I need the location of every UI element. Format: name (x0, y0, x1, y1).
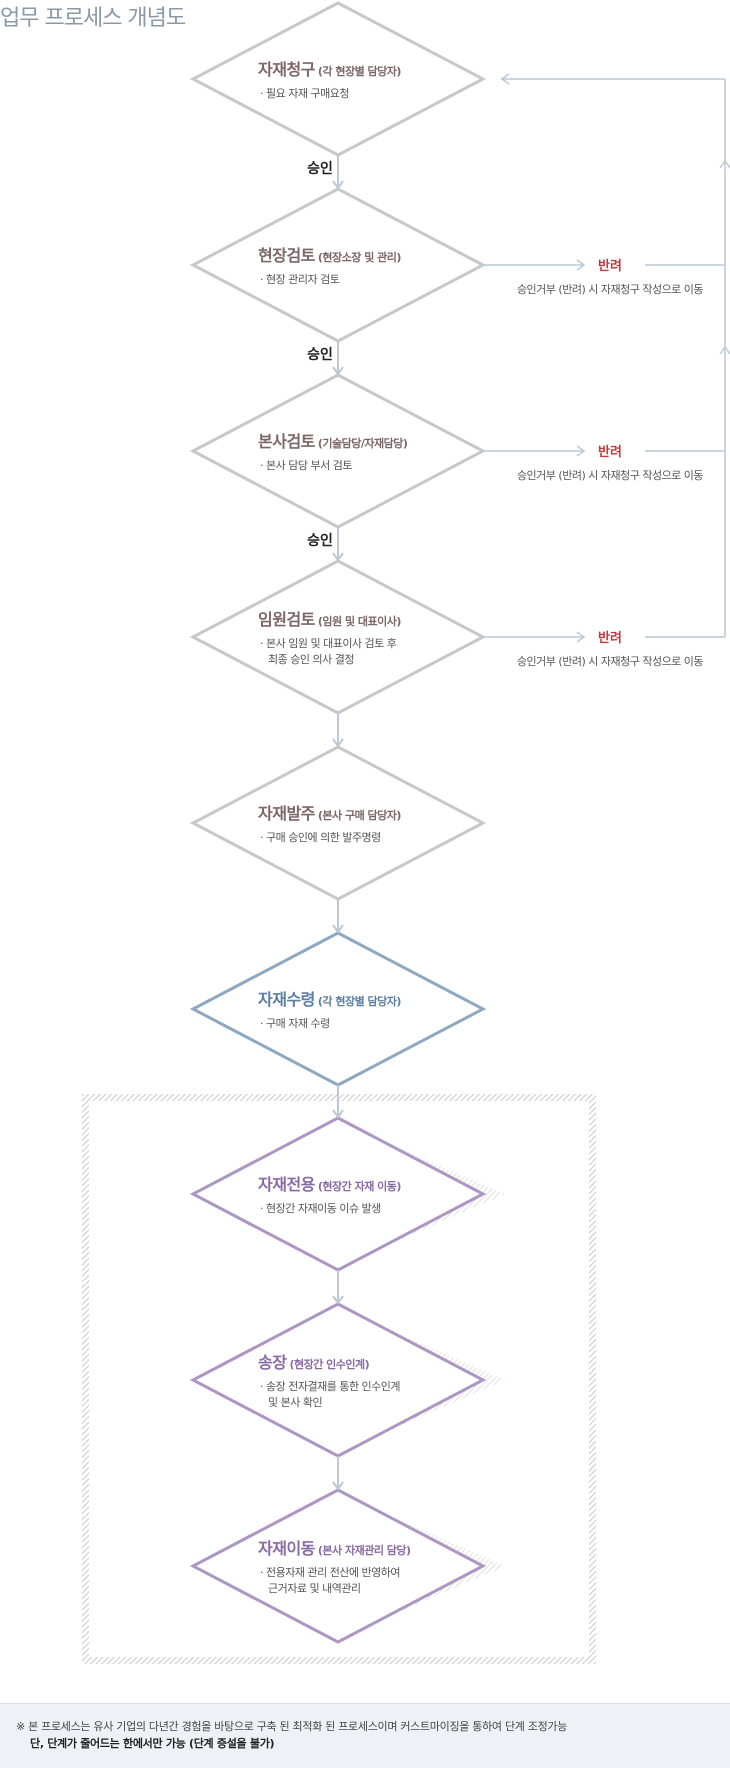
node-description: · 현장간 자재이동 이슈 발생 (260, 1202, 381, 1215)
return-up-arrowhead (719, 159, 730, 169)
reject-arrowhead (576, 631, 586, 643)
node-title: 송장 (258, 1353, 287, 1372)
node-order: 자재발주(본사 구매 담당자) · 구매 승인에 의한 발주명령 (218, 748, 458, 898)
node-title: 현장검토 (258, 246, 315, 265)
node-title-row: 자재수령(각 현장별 담당자) (258, 986, 401, 1010)
node-title-row: 본사검토(기술담당/자재담당) (258, 428, 408, 452)
footnote-line-2: 단, 단계가 줄어드는 한에서만 가능 (단계 증설을 불가) (30, 1737, 275, 1750)
node-role: (각 현장별 담당자) (317, 995, 402, 1008)
reject-label: 반려 (598, 445, 622, 460)
reject-label: 반려 (598, 631, 622, 646)
node-title-row: 자재이동(본사 자재관리 담당) (258, 1535, 411, 1559)
node-role: (기술담당/자재담당) (317, 437, 408, 450)
connector-arrowhead (332, 1481, 344, 1491)
node-role: (각 현장별 담당자) (317, 65, 402, 78)
node-description: · 필요 자재 구매요청 (260, 87, 349, 100)
node-hq-review: 본사검토(기술담당/자재담당) · 본사 담당 부서 검토 (218, 376, 458, 526)
return-arrowhead (500, 73, 510, 85)
connector-arrowhead (332, 1295, 344, 1305)
node-title: 자재발주 (258, 804, 315, 823)
connector-arrowhead (332, 1109, 344, 1119)
connector-arrowhead (332, 738, 344, 748)
connector-arrowhead (332, 924, 344, 934)
reject-arrowhead (576, 445, 586, 457)
node-title: 본사검토 (258, 432, 315, 451)
node-role: (임원 및 대표이사) (317, 615, 402, 628)
node-transfer: 자재전용(현장간 자재 이동) · 현장간 자재이동 이슈 발생 (218, 1119, 458, 1269)
node-title: 자재청구 (258, 60, 315, 79)
node-title-row: 자재발주(본사 구매 담당자) (258, 800, 401, 824)
node-description: · 현장 관리자 검토 (260, 273, 340, 286)
reject-desc: 승인거부 (반려) 시 자재청구 작성으로 이동 (516, 469, 704, 482)
node-receive: 자재수령(각 현장별 담당자) · 구매 자재 수령 (218, 934, 458, 1084)
node-title-row: 현장검토(현장소장 및 관리) (258, 242, 401, 266)
node-role: (본사 구매 담당자) (317, 809, 402, 822)
node-description: · 구매 자재 수령 (260, 1017, 330, 1030)
reject-note-2: 반려 승인거부 (반려) 시 자재청구 작성으로 이동 (495, 441, 725, 483)
node-site-review: 현장검토(현장소장 및 관리) · 현장 관리자 검토 (218, 190, 458, 340)
reject-arrowhead (576, 259, 586, 271)
node-title-row: 송장(현장간 인수인계) (258, 1349, 370, 1373)
node-title: 자재수령 (258, 990, 315, 1009)
connector-arrowhead (332, 180, 344, 190)
node-role: (현장간 인수인계) (289, 1358, 370, 1371)
page-title: 업무 프로세스 개념도 (0, 6, 186, 31)
connector-arrowhead (332, 366, 344, 376)
node-role: (현장소장 및 관리) (317, 251, 402, 264)
node-role: (현장간 자재 이동) (317, 1180, 402, 1193)
approve-label-2: 승인 (307, 347, 333, 363)
node-title: 자재이동 (258, 1539, 315, 1558)
connector-arrowhead (332, 552, 344, 562)
node-title: 임원검토 (258, 610, 315, 629)
reject-label: 반려 (598, 259, 622, 274)
approve-label-1: 승인 (307, 161, 333, 177)
node-description: · 본사 담당 부서 검토 (260, 459, 352, 472)
node-description: · 구매 승인에 의한 발주명령 (260, 831, 381, 844)
reject-note-3: 반려 승인거부 (반려) 시 자재청구 작성으로 이동 (495, 627, 725, 669)
node-title-row: 임원검토(임원 및 대표이사) (258, 606, 401, 630)
footnote-line-1: ※ 본 프로세스는 유사 기업의 다년간 경험을 바탕으로 구축 된 최적화 된… (16, 1720, 568, 1733)
approve-label-3: 승인 (307, 533, 333, 549)
node-request: 자재청구(각 현장별 담당자) · 필요 자재 구매요청 (218, 4, 458, 154)
diamond-move (189, 1488, 487, 1644)
reject-desc: 승인거부 (반려) 시 자재청구 작성으로 이동 (516, 655, 704, 668)
reject-desc: 승인거부 (반려) 시 자재청구 작성으로 이동 (516, 283, 704, 296)
node-title-row: 자재전용(현장간 자재 이동) (258, 1171, 401, 1195)
node-title: 자재전용 (258, 1175, 315, 1194)
footnote: ※ 본 프로세스는 유사 기업의 다년간 경험을 바탕으로 구축 된 최적화 된… (0, 1703, 730, 1768)
node-role: (본사 자재관리 담당) (317, 1544, 411, 1557)
return-up-arrowhead (719, 345, 730, 355)
reject-note-1: 반려 승인거부 (반려) 시 자재청구 작성으로 이동 (495, 255, 725, 297)
node-title-row: 자재청구(각 현장별 담당자) (258, 56, 401, 80)
